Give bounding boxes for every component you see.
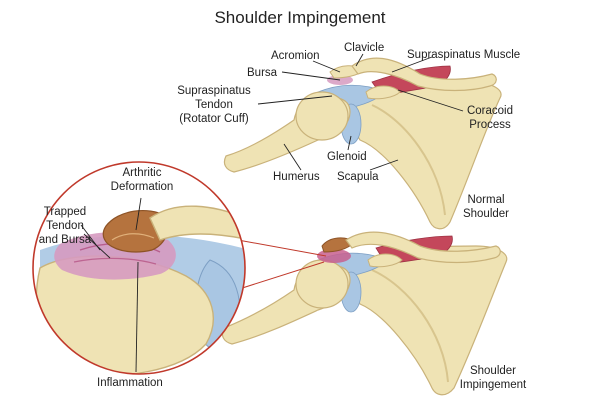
normal-shoulder-illustration bbox=[223, 57, 502, 230]
label-inflammation: Inflammation bbox=[97, 377, 163, 389]
label-supraspinatus-tendon: Supraspinatus Tendon (Rotator Cuff) bbox=[177, 85, 251, 125]
label-glenoid: Glenoid bbox=[327, 151, 367, 163]
label-clavicle: Clavicle bbox=[344, 42, 385, 54]
label-coracoid-process: Coracoid Process bbox=[466, 105, 514, 131]
leader-lines bbox=[80, 53, 464, 373]
label-acromion: Acromion bbox=[271, 50, 320, 62]
normal-coracoid bbox=[365, 85, 401, 100]
label-supraspinatus-muscle: Supraspinatus Muscle bbox=[407, 49, 521, 61]
magnified-view bbox=[32, 161, 246, 375]
impinged-shoulder-illustration bbox=[221, 231, 508, 396]
label-scapula: Scapula bbox=[337, 171, 379, 183]
label-arthritic-deformation: Arthritic Deformation bbox=[110, 167, 174, 193]
label-shoulder-impingement: Shoulder Impingement bbox=[459, 365, 527, 391]
impinged-coracoid bbox=[367, 253, 403, 268]
normal-clavicle bbox=[351, 57, 497, 92]
label-trapped-tendon-bursa: Trapped Tendon and Bursa bbox=[38, 206, 92, 246]
diagram-title: Shoulder Impingement bbox=[214, 8, 386, 27]
impinged-scapula bbox=[351, 245, 508, 396]
magnifier-ring bbox=[32, 161, 246, 375]
label-bursa: Bursa bbox=[247, 67, 278, 79]
magnifier-connector-top bbox=[237, 239, 327, 257]
label-humerus: Humerus bbox=[273, 171, 320, 183]
impinged-clavicle bbox=[345, 231, 501, 264]
impinged-bursa bbox=[317, 249, 351, 263]
magnifier-connector-bottom bbox=[235, 261, 325, 291]
label-normal-shoulder: Normal Shoulder bbox=[462, 194, 510, 220]
